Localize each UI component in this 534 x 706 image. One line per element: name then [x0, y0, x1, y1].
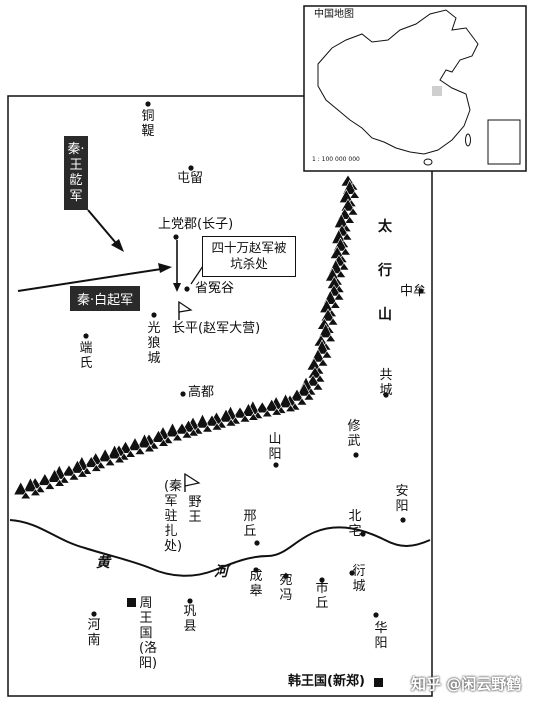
place-duanshi: 端氏	[79, 341, 93, 371]
place-xingqiu: 邢丘	[243, 509, 257, 539]
taihang-mountain-ridge	[13, 174, 361, 500]
place-zhongmou: 中牟	[400, 284, 427, 299]
army-bai-qi-label: 秦·白起军	[70, 286, 141, 311]
place-chenggao: 成皋	[249, 569, 263, 599]
place-hanwangguo: 韩王国(新郑)	[288, 674, 365, 689]
han-capital-square	[374, 678, 383, 687]
place-gongxian: 巩县	[183, 604, 197, 634]
place-dots	[83, 101, 424, 618]
yellow-river-label-huang: 黄	[96, 555, 110, 571]
place-yewang: 野王	[188, 495, 202, 525]
zhao-retreat-arrowhead	[173, 283, 181, 292]
inset-taiwan	[465, 133, 471, 147]
place-tunliu: 屯留	[177, 171, 204, 186]
yellow-river-label-he: 河	[214, 564, 228, 580]
place-changping: 长平(赵军大营)	[172, 321, 261, 336]
yewang-flag-icon	[184, 472, 201, 492]
inset-hainan	[423, 158, 433, 166]
place-beizhai: 北宅	[348, 509, 362, 539]
place-xiuwu: 修武	[347, 419, 361, 449]
changping-flag-icon	[178, 300, 193, 320]
inset-south-china-sea-box	[487, 119, 521, 165]
place-yewang-note: (秦军驻扎处)	[164, 479, 183, 554]
place-shanyang: 山阳	[268, 432, 282, 462]
yellow-river	[9, 519, 431, 577]
place-gongcheng: 共城	[379, 368, 393, 398]
inset-location-highlight	[432, 86, 442, 96]
wang-he-arrowhead	[111, 239, 124, 252]
inset-title: 中国地图	[314, 9, 354, 20]
inset-china-outline	[317, 9, 479, 155]
massacre-callout: 四十万赵军被坑杀处	[202, 236, 296, 277]
place-wanfeng: 宛冯	[279, 573, 293, 603]
taihang-mountain-label: 太行山	[378, 219, 392, 323]
place-shiqiu: 市丘	[315, 581, 329, 611]
bai-qi-arrow-line	[17, 267, 169, 292]
place-tongdi: 铜鞮	[141, 109, 155, 139]
place-anyang: 安阳	[395, 484, 409, 514]
place-huayang: 华阳	[374, 621, 388, 651]
watermark: 知乎 @闲云野鹤	[411, 675, 522, 693]
inset-scale: 1 : 100 000 000	[312, 156, 360, 163]
inset-frame	[303, 5, 527, 172]
army-wang-he-label: 秦·王龁军	[64, 136, 88, 211]
place-henan: 河南	[87, 618, 101, 648]
zhou-capital-square	[127, 598, 136, 607]
place-gaodu: 高都	[188, 385, 215, 400]
place-shangdang: 上党郡(长子)	[158, 217, 234, 232]
place-yancheng: 衍城	[352, 564, 366, 594]
place-xiaoyuangu: 省冤谷	[195, 281, 235, 296]
place-guanglangcheng: 光狼城	[147, 321, 161, 366]
place-zhouwangguo: 周王国(洛阳)	[139, 596, 158, 671]
bai-qi-arrowhead	[158, 263, 172, 273]
map-frame	[7, 95, 433, 697]
